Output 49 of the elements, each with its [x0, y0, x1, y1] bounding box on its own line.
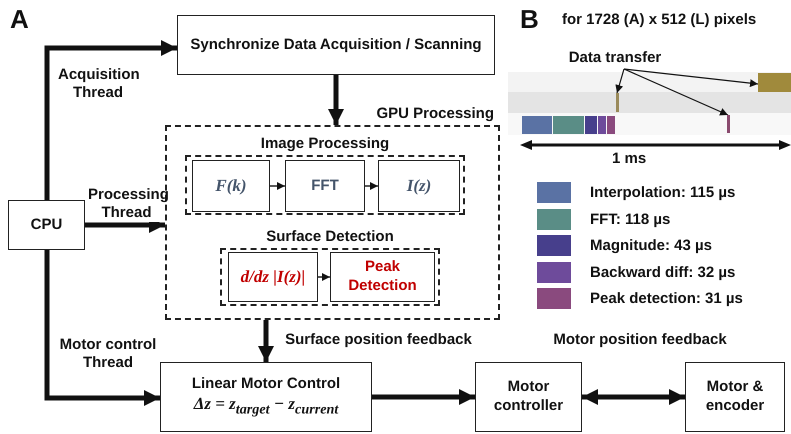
- process-box: [378, 160, 460, 212]
- panel-letter: A: [10, 4, 29, 35]
- chart-subtitle: for 1728 (A) x 512 (L) pixels: [562, 11, 756, 28]
- process-box: [160, 362, 372, 432]
- process-box: [685, 362, 785, 432]
- box-label: F(k): [215, 175, 247, 197]
- arrow: [270, 182, 285, 190]
- arrow: [372, 389, 475, 405]
- arrow: [44, 40, 177, 200]
- formula-text: Δz = z$_{target}$ − z$_{current}$: [194, 393, 338, 420]
- legend-label: Interpolation: 115 µs: [590, 184, 736, 201]
- data-transfer-bar: [727, 115, 730, 133]
- panel-letter: B: [520, 4, 539, 35]
- box-label: CPU: [30, 216, 62, 234]
- arrow: [365, 182, 378, 190]
- callout-text: Data transfer: [560, 49, 670, 69]
- group-heading: Image Processing: [260, 135, 390, 152]
- box-label: I(z): [406, 175, 432, 197]
- leader-line: [615, 68, 625, 94]
- data-transfer-bar: [616, 93, 619, 112]
- box-label: FFT: [311, 176, 339, 196]
- legend-label: Magnitude: 43 µs: [590, 237, 712, 254]
- box-label: Peak Detection: [347, 258, 418, 296]
- process-box: [285, 160, 365, 212]
- box-label: Motor controller: [492, 378, 564, 416]
- arrow: [582, 389, 685, 405]
- box-label: Motor & encoder: [704, 378, 766, 416]
- leader-line: [624, 68, 728, 116]
- process-box: [177, 15, 495, 75]
- dimension-label: 1 ms: [612, 150, 646, 167]
- legend-label: Peak detection: 31 µs: [590, 290, 743, 307]
- leader-line: [624, 68, 758, 88]
- box-label: Linear Motor Control: [192, 374, 340, 394]
- data-transfer-bar: [758, 73, 791, 92]
- arrow: [44, 250, 160, 406]
- process-box: [228, 252, 318, 302]
- process-box: [192, 160, 270, 212]
- legend-label: FFT: 118 µs: [590, 210, 670, 228]
- process-box: [8, 200, 85, 250]
- arrow: [328, 75, 344, 125]
- process-box: [330, 252, 435, 302]
- box-label: d/dz |I(z)|: [240, 266, 306, 288]
- box-label: Synchronize Data Acquisition / Scanning: [190, 36, 482, 54]
- legend-label: Backward diff: 32 µs: [590, 264, 736, 280]
- group-heading: Surface Detection: [265, 228, 395, 245]
- arrow: [318, 273, 330, 281]
- group-heading: GPU Processing: [376, 105, 494, 122]
- process-box: [475, 362, 582, 432]
- arrow: [258, 320, 274, 362]
